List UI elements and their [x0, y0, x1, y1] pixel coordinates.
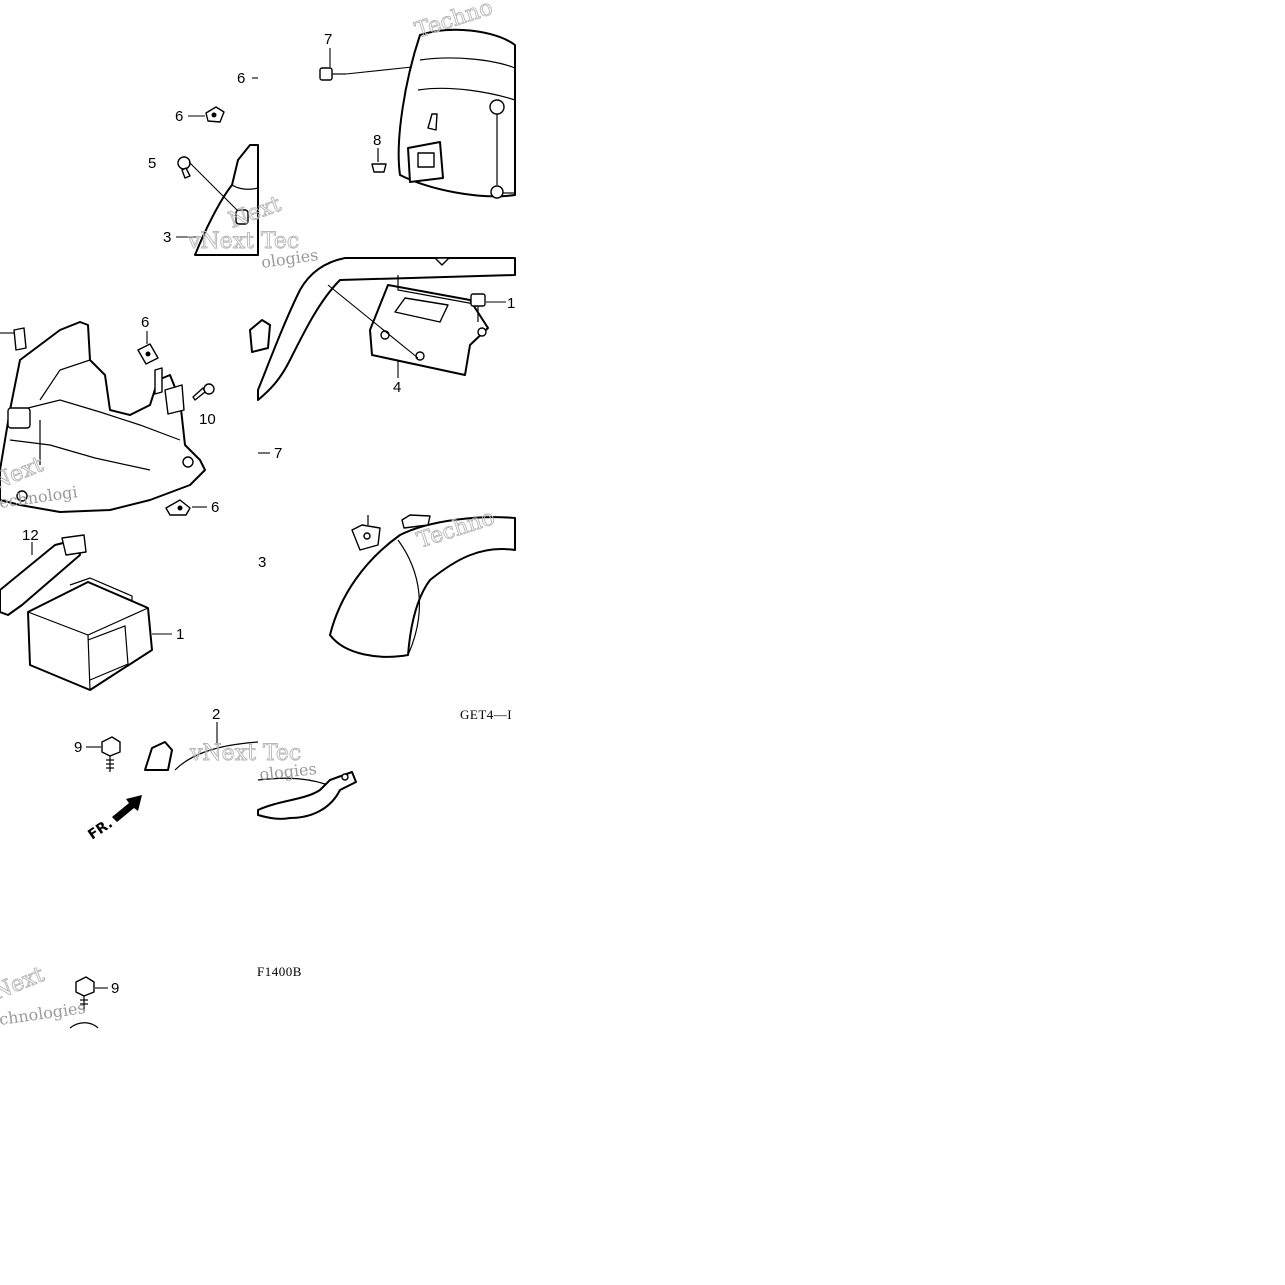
clip-nut-icon	[137, 343, 159, 365]
fender-tab	[249, 319, 271, 353]
tile-fender-stay: ologies F1400B	[257, 759, 357, 979]
diagram-code-label: F1400B	[257, 964, 302, 979]
bracket-hole	[380, 330, 390, 340]
battery-top-ridge	[69, 577, 133, 602]
leader-5	[188, 161, 238, 211]
cowl-clip-hole	[235, 209, 249, 225]
front-arrow-icon	[112, 795, 142, 822]
battery-case	[27, 581, 153, 691]
fender-bracket-stub	[144, 741, 173, 771]
callout-2: 2	[212, 706, 220, 723]
tray-divider-line	[39, 359, 91, 401]
stay-mount-hole	[341, 773, 349, 781]
clip-nut-icon	[205, 106, 225, 123]
fender-stay	[257, 771, 357, 820]
callout-1-battery: 1	[176, 626, 184, 643]
tile-rear-cowl-left: 6 6 5 3 vNext Tec Next	[148, 70, 300, 256]
tray-mount-hole	[182, 456, 194, 468]
tile-bottom-bolt: 9 Next chnologies	[0, 962, 119, 1029]
front-direction-label: FR.	[85, 816, 115, 844]
bracket-window	[394, 297, 449, 323]
fender-edge-line	[174, 741, 259, 771]
tray-bracket	[164, 384, 185, 415]
tray-ridge-line	[19, 399, 181, 441]
screw-icon	[371, 148, 387, 173]
bolt-icon	[490, 185, 515, 199]
rear-cowl-edge-line	[231, 184, 259, 190]
callout-9-mid: 9	[74, 739, 82, 756]
callout-6-low: 6	[211, 499, 219, 516]
callout-6-clip: 6	[175, 108, 183, 125]
leader-7-top	[345, 66, 413, 75]
screw-icon	[177, 156, 191, 179]
grommet-icon	[489, 99, 505, 115]
fender-mount-tab	[401, 514, 431, 529]
cowl-slot	[427, 113, 438, 131]
callout-3-mid: 3	[258, 554, 266, 571]
bolt-icon	[101, 736, 121, 772]
fender-mount-hole	[363, 532, 371, 540]
callout-7-mid: 7	[274, 445, 282, 462]
callout-10: 10	[199, 411, 216, 428]
callout-3-top: 3	[163, 229, 171, 246]
rear-fender-ridge	[397, 539, 421, 656]
tray-mount-hole	[16, 490, 28, 502]
rear-cowl-fold-line	[417, 87, 516, 101]
strap-hook	[61, 534, 87, 556]
tile-rear-fender: 3 GET4—I Techno	[258, 505, 516, 722]
callout-5: 5	[148, 155, 156, 172]
clip-nut-icon	[13, 327, 27, 351]
inner-box-tray	[0, 321, 206, 513]
rear-cowl-inner-edge	[419, 57, 516, 69]
callout-6-top: 6	[237, 70, 245, 87]
clip-nut-icon	[165, 499, 191, 516]
watermark-text: Next	[0, 962, 48, 1005]
callout-8: 8	[373, 132, 381, 149]
screw-icon	[192, 383, 215, 401]
tile-rear-fender-bracket: 1 4 7 ologies	[249, 245, 516, 462]
bracket-hole	[415, 351, 425, 361]
callout-9-bottom: 9	[111, 980, 119, 997]
watermark-text: vNext Tec	[189, 741, 301, 766]
bolt-icon	[319, 67, 346, 81]
bracket-hole	[477, 327, 487, 337]
bolt-icon	[470, 293, 486, 322]
tile-rear-cowl-right: 7 8 Techno	[319, 0, 516, 199]
tile-battery: 12 1	[0, 527, 184, 691]
fender-edge-line	[69, 1022, 99, 1029]
leader-bracket	[327, 284, 419, 359]
stay-edge-line	[257, 777, 326, 785]
callout-6-mid: 6	[141, 314, 149, 331]
fender-notch	[434, 257, 450, 266]
callout-1-bolt: 1	[507, 295, 515, 312]
tray-mount-boss	[7, 407, 31, 429]
tile-front-direction: FR. 9 2 vNext Tec	[74, 706, 302, 844]
rear-fender-upper	[257, 257, 516, 401]
battery-label	[87, 625, 129, 681]
callout-4: 4	[393, 379, 401, 396]
diagram-code-label: GET4—I	[460, 707, 512, 722]
battery-strap	[0, 539, 81, 616]
tray-floor-line	[9, 439, 151, 471]
bracket-flange-line	[397, 275, 481, 306]
tile-battery-tray: 6 10 6 Next echnologi	[0, 314, 219, 516]
rear-fender-body	[329, 516, 516, 658]
bolt-icon	[75, 976, 95, 1010]
callout-12: 12	[22, 527, 39, 544]
battery-corner-edge	[87, 634, 91, 691]
tray-tab	[154, 367, 163, 395]
watermark-text: vNext Tec	[187, 229, 299, 254]
watermark-text: chnologies	[0, 998, 87, 1029]
tail-light-lens	[417, 152, 435, 168]
callout-7-top: 7	[324, 31, 332, 48]
